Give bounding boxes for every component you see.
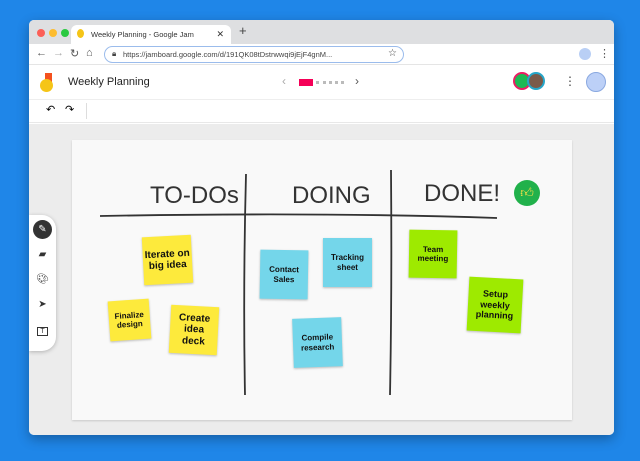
maximize-window-button[interactable]	[61, 29, 69, 37]
redo-icon[interactable]: ↷	[65, 104, 75, 116]
collaborator-avatar[interactable]	[527, 72, 545, 90]
more-options-icon[interactable]: ⋮	[564, 74, 576, 88]
jamboard-favicon-icon	[77, 29, 84, 38]
sticky-note[interactable]: Compile research	[292, 317, 343, 368]
forward-icon[interactable]: →	[53, 47, 64, 59]
sticky-note[interactable]: Team meeting	[408, 229, 458, 279]
sticky-note[interactable]: Iterate on big idea	[141, 234, 194, 286]
profile-avatar[interactable]	[579, 48, 591, 60]
header-done: DONE!	[424, 180, 501, 207]
back-icon[interactable]: ←	[36, 47, 47, 59]
new-tab-button[interactable]: +	[239, 23, 247, 38]
thumbs-up-icon[interactable]: 👍︎	[514, 180, 540, 206]
next-frame-icon[interactable]: ›	[355, 74, 359, 88]
sticky-note[interactable]: Create idea deck	[168, 304, 220, 356]
select-tool-icon[interactable]: ➤	[38, 299, 47, 310]
home-icon[interactable]: ⌂	[86, 47, 93, 59]
sticky-note[interactable]: Tracking sheet	[323, 238, 372, 287]
text-box-tool-icon[interactable]: T	[33, 322, 52, 341]
account-avatar[interactable]	[586, 72, 606, 92]
tab-bar: Weekly Planning - Google Jam ✕ +	[29, 20, 614, 44]
address-bar-row: ← → ↻ ⌂ 🔒︎ https://jamboard.google.com/d…	[29, 44, 614, 65]
reload-icon[interactable]: ↻	[70, 48, 80, 60]
divider	[86, 103, 87, 119]
lock-icon: 🔒︎	[112, 49, 117, 58]
drawn-lines	[99, 169, 498, 396]
vertical-line	[243, 173, 247, 396]
url-text: https://jamboard.google.com/d/191QK08tDs…	[123, 50, 333, 59]
header-todos: TO-DOs	[150, 182, 239, 209]
bookmark-star-icon[interactable]: ☆	[388, 48, 397, 59]
board-title[interactable]: Weekly Planning	[68, 76, 150, 88]
sticky-note[interactable]: Finalize design	[107, 298, 152, 342]
vertical-line	[389, 169, 393, 396]
browser-window: Weekly Planning - Google Jam ✕ + ← → ↻ ⌂…	[29, 20, 614, 435]
browser-tab[interactable]: Weekly Planning - Google Jam ✕	[71, 25, 231, 44]
header-doing: DOING	[292, 182, 371, 209]
close-tab-icon[interactable]: ✕	[216, 29, 224, 39]
app-header: Weekly Planning ‹ › ⋮	[29, 65, 614, 100]
sticky-note[interactable]: Contact Sales	[259, 249, 309, 300]
browser-menu-icon[interactable]: ⋮	[599, 48, 610, 60]
sticky-note[interactable]: Setup weekly planning	[466, 276, 524, 334]
url-input[interactable]: 🔒︎ https://jamboard.google.com/d/191QK08…	[104, 46, 404, 63]
prev-frame-icon[interactable]: ‹	[282, 74, 286, 88]
undo-icon[interactable]: ↶	[46, 104, 56, 116]
frame-thumbnails[interactable]	[316, 81, 344, 84]
tab-title: Weekly Planning - Google Jam	[91, 30, 194, 39]
canvas-area: TO-DOs DOING DONE! 👍︎ Iterate on big ide…	[29, 124, 614, 435]
palette-tool-icon[interactable]: 🎨︎	[36, 274, 49, 285]
whiteboard[interactable]: TO-DOs DOING DONE! 👍︎ Iterate on big ide…	[72, 140, 572, 420]
eraser-tool-icon[interactable]: ▰	[38, 249, 47, 260]
close-window-button[interactable]	[37, 29, 45, 37]
pen-tool-icon[interactable]: ✎	[33, 220, 52, 239]
frame-current[interactable]	[299, 79, 313, 86]
horizontal-line	[99, 213, 498, 219]
minimize-window-button[interactable]	[49, 29, 57, 37]
jamboard-logo-icon	[40, 73, 56, 93]
edit-toolbar: ↶ ↷	[29, 100, 614, 123]
drawing-toolbar: ✎ ▰ 🎨︎ ➤ T	[29, 215, 56, 351]
